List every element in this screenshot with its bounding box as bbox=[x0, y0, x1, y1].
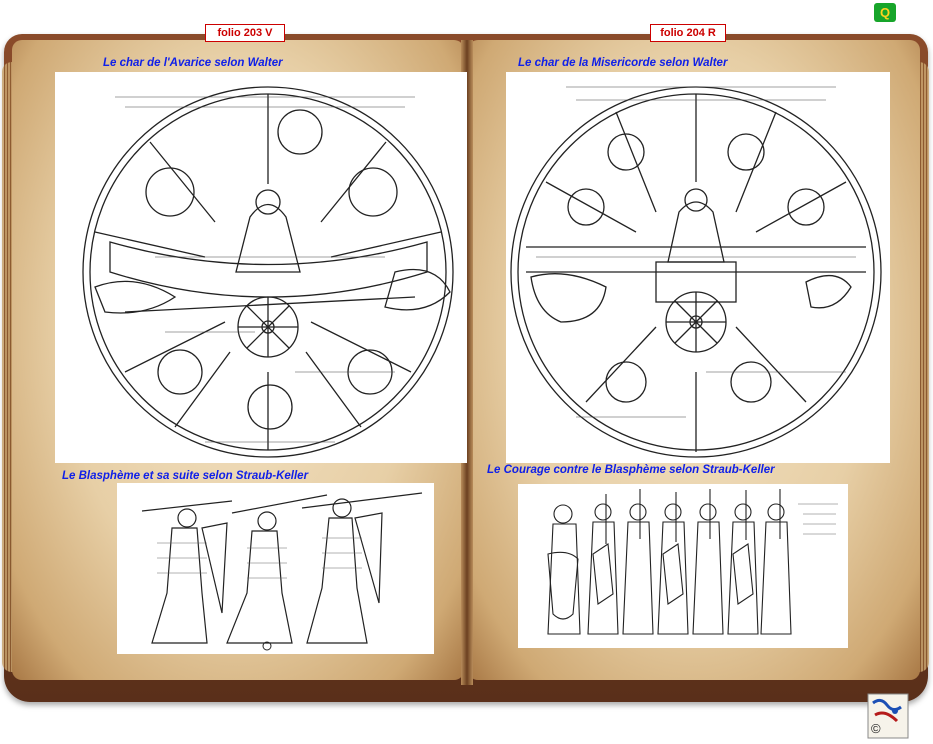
folio-label-left: folio 203 V bbox=[205, 24, 285, 42]
caption-bottom-right: Le Courage contre le Blasphème selon Str… bbox=[487, 464, 775, 476]
copyright-symbol: © bbox=[871, 721, 881, 736]
folio-label-right: folio 204 R bbox=[650, 24, 726, 42]
q-icon[interactable]: Q bbox=[874, 3, 896, 22]
illustration-blaspheme-soldiers bbox=[117, 483, 434, 654]
copyright-logo: © bbox=[867, 693, 909, 739]
illustration-courage-soldiers bbox=[518, 484, 848, 648]
caption-top-right: Le char de la Misericorde selon Walter bbox=[518, 57, 728, 69]
caption-bottom-left: Le Blasphème et sa suite selon Straub-Ke… bbox=[62, 470, 309, 482]
illustration-misericorde-wheel bbox=[506, 72, 890, 463]
illustration-avarice-wheel bbox=[55, 72, 467, 463]
caption-top-left: Le char de l'Avarice selon Walter bbox=[103, 57, 283, 69]
